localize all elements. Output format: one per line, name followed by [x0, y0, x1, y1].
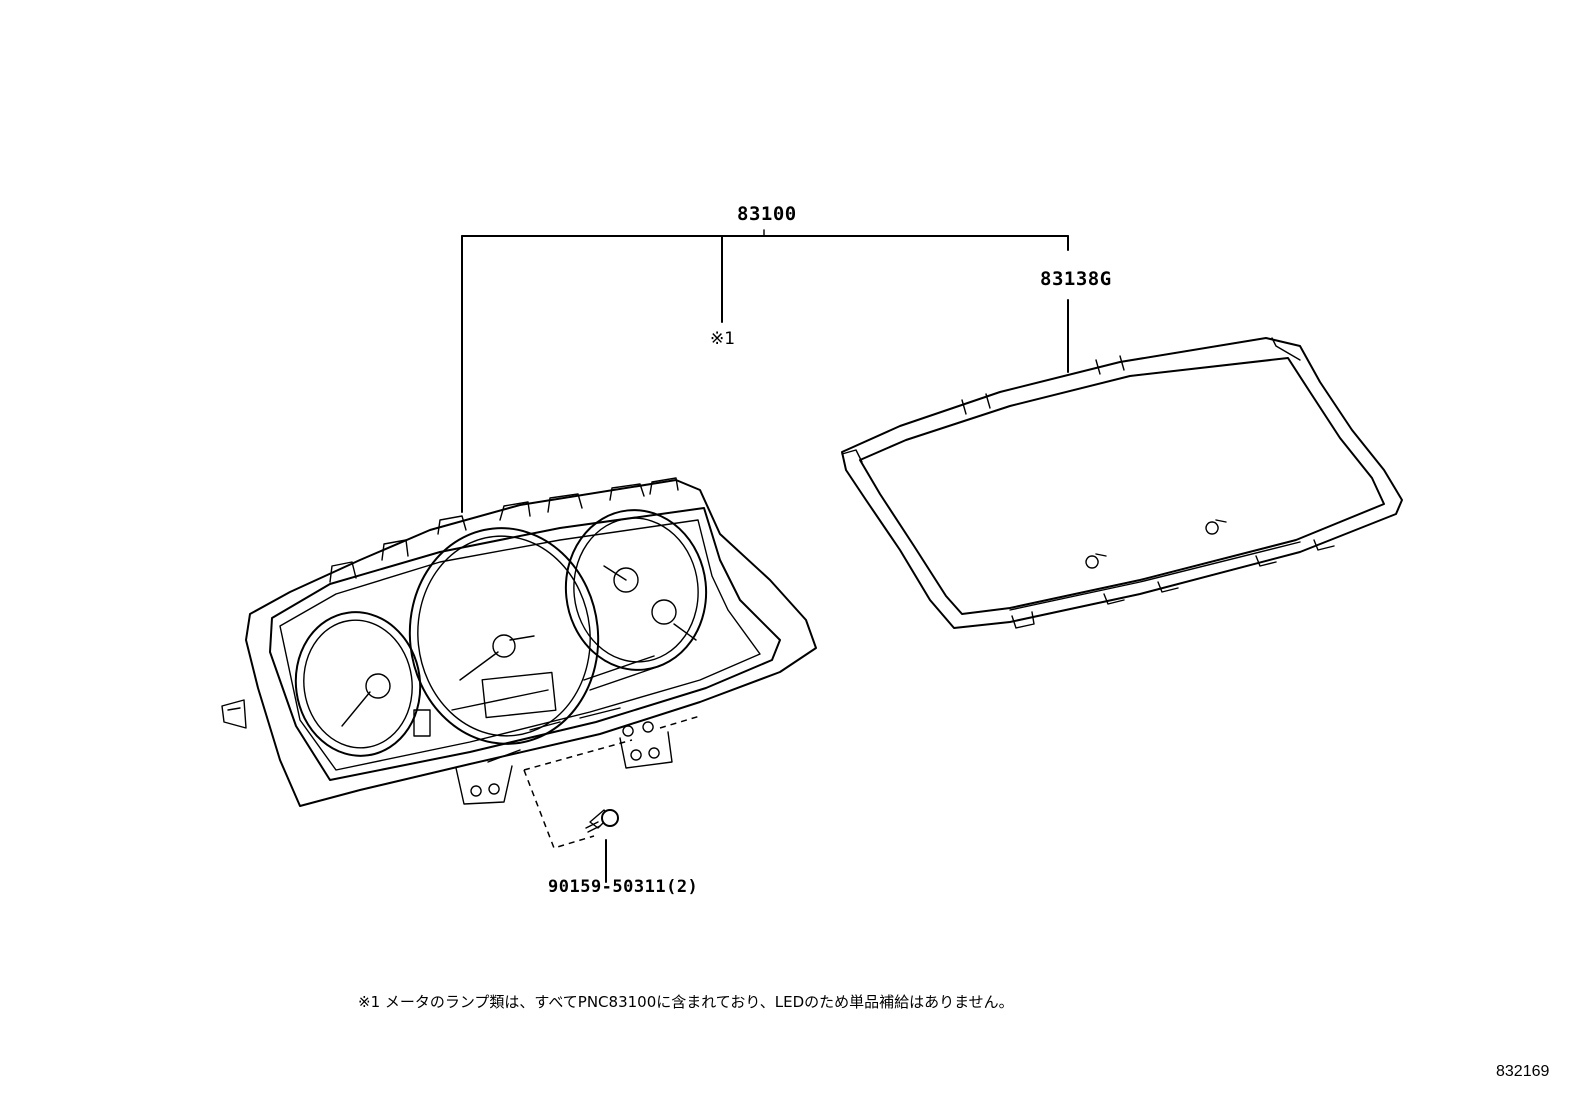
label-lens-83138g: 83138G — [1040, 268, 1112, 290]
label-note-ref: ※1 — [710, 329, 736, 349]
leader-lines — [461, 229, 1069, 883]
label-assembly-83100: 83100 — [737, 203, 797, 225]
label-screw-90159-50311: 90159-50311(2) — [548, 877, 699, 897]
footnote: ※1 メータのランプ類は、すべてPNC83100に含まれており、LEDのため単品… — [358, 993, 1014, 1011]
combination-meter-drawing — [221, 477, 817, 807]
diagram-id: 832169 — [1496, 1063, 1550, 1080]
screw-drawing — [585, 809, 619, 833]
meter-lens-drawing — [841, 337, 1403, 629]
screw-path — [523, 715, 701, 849]
